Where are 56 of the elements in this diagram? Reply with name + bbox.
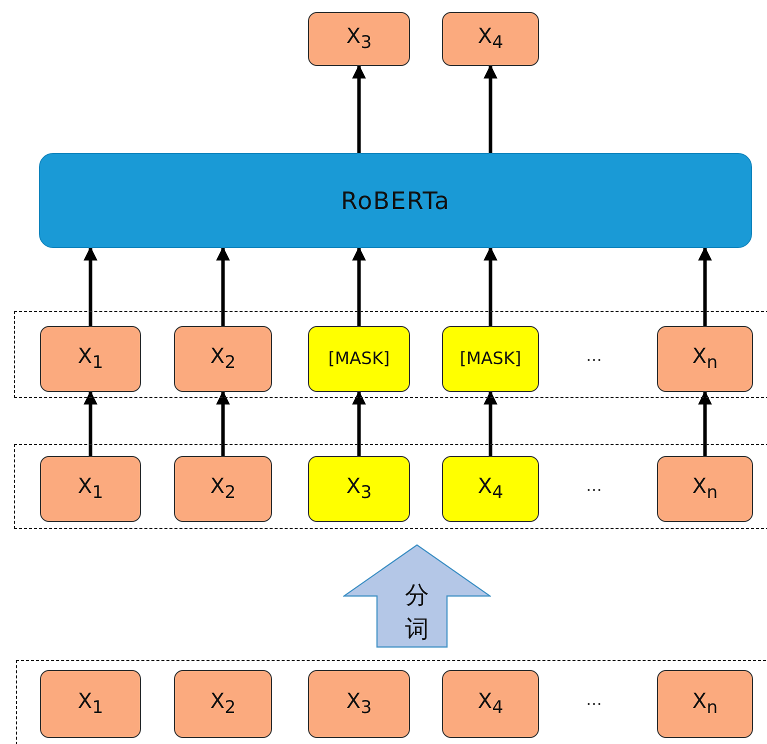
model-block [39,153,752,248]
model-name: RoBERTa [340,186,450,214]
mask-token-box [308,326,410,392]
token-box [442,456,539,522]
token-label: [MASK] [460,349,522,369]
dashed-group-frame [14,311,767,398]
token-box [40,670,141,738]
token-box [308,12,410,66]
arrow [484,390,498,456]
arrow [698,246,712,326]
arrow [484,64,498,153]
token-label: X$_{4}$ [478,689,504,719]
token-box [40,456,141,522]
token-box [657,326,753,392]
arrow [484,246,498,326]
token-box [442,12,539,66]
token-box [308,670,410,738]
dashed-group-frame [14,444,767,529]
arrow [352,246,366,326]
arrow [352,64,366,153]
token-label: X$_{3}$ [346,24,372,54]
token-box [308,456,410,522]
token-label: X$_{3}$ [346,689,372,719]
token-label: X$_{3}$ [346,474,372,504]
ellipsis-label: … [586,346,602,365]
token-label: X$_{1}$ [78,344,104,374]
token-label: X$_{n}$ [692,474,718,504]
arrow [84,246,98,326]
arrow [216,390,230,456]
token-box [657,670,753,738]
token-label: X$_{1}$ [78,474,104,504]
token-box [174,670,272,738]
token-label: X$_{n}$ [692,344,718,374]
token-label: X$_{1}$ [78,689,104,719]
mask-token-box [442,326,539,392]
token-box [442,670,539,738]
arrow [84,390,98,456]
token-label: [MASK] [328,349,390,369]
ellipsis-label: … [586,690,602,709]
token-box [657,456,753,522]
arrow [352,390,366,456]
token-box [174,326,272,392]
ellipsis-label: … [586,476,602,495]
token-label: X$_{4}$ [478,474,504,504]
token-box [174,456,272,522]
token-box [40,326,141,392]
block-arrow [343,544,491,648]
step-label: 分词 [405,580,429,645]
token-label: X$_{2}$ [210,474,236,504]
arrow [698,390,712,456]
token-label: X$_{2}$ [210,689,236,719]
arrow [216,246,230,326]
token-label: X$_{n}$ [692,689,718,719]
dashed-group-frame [16,660,767,744]
token-label: X$_{2}$ [210,344,236,374]
token-label: X$_{4}$ [478,24,504,54]
